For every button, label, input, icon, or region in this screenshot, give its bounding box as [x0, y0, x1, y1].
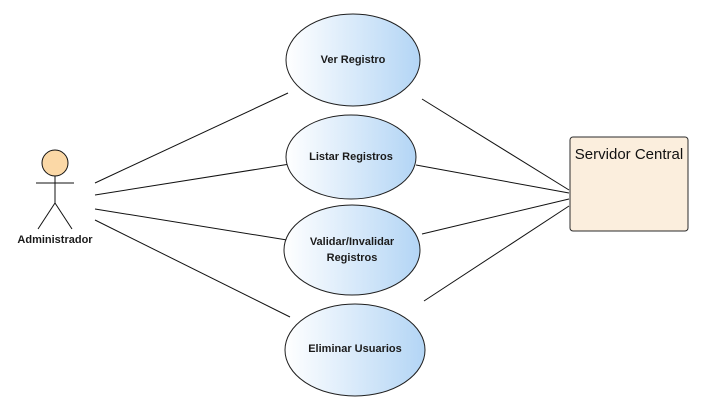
association-actor-validar-registros	[94, 208, 288, 241]
system-servidor-central[interactable]: Servidor Central	[569, 136, 689, 232]
use-case-ellipse	[283, 204, 421, 296]
use-case-listar-registros[interactable]: Listar Registros	[285, 114, 417, 200]
use-case-validar-invalidar-registros[interactable]: Validar/Invalidar Registros	[283, 204, 421, 296]
use-case-eliminar-usuarios[interactable]: Eliminar Usuarios	[284, 303, 426, 397]
use-case-label: Eliminar Usuarios	[308, 343, 402, 355]
association-ver-registro-servidor	[421, 98, 570, 191]
use-case-ver-registro[interactable]: Ver Registro	[285, 13, 421, 107]
use-case-ellipse	[284, 303, 426, 397]
association-listar-registros-servidor	[415, 164, 570, 194]
system-box	[569, 136, 689, 232]
actor-left-leg	[37, 202, 56, 230]
use-case-ellipse	[285, 13, 421, 107]
actor-administrador[interactable]: Administrador	[17, 149, 93, 246]
associations	[94, 92, 570, 318]
actor-right-leg	[54, 202, 73, 230]
use-case-label: Listar Registros	[309, 151, 393, 163]
association-actor-eliminar-usuarios	[94, 219, 291, 318]
use-case-label-line-2: Registros	[327, 252, 378, 264]
use-case-label: Ver Registro	[321, 54, 386, 66]
association-actor-ver-registro	[94, 92, 289, 184]
use-case-ellipse	[285, 114, 417, 200]
use-case-label-line-1: Validar/Invalidar	[310, 236, 395, 248]
association-eliminar-usuarios-servidor	[423, 205, 570, 302]
association-validar-registros-servidor	[421, 198, 570, 235]
actor-label: Administrador	[17, 234, 93, 246]
system-label: Servidor Central	[575, 146, 683, 163]
stick-figure-icon	[36, 149, 74, 230]
association-actor-listar-registros	[94, 163, 291, 196]
actor-head	[41, 149, 69, 177]
